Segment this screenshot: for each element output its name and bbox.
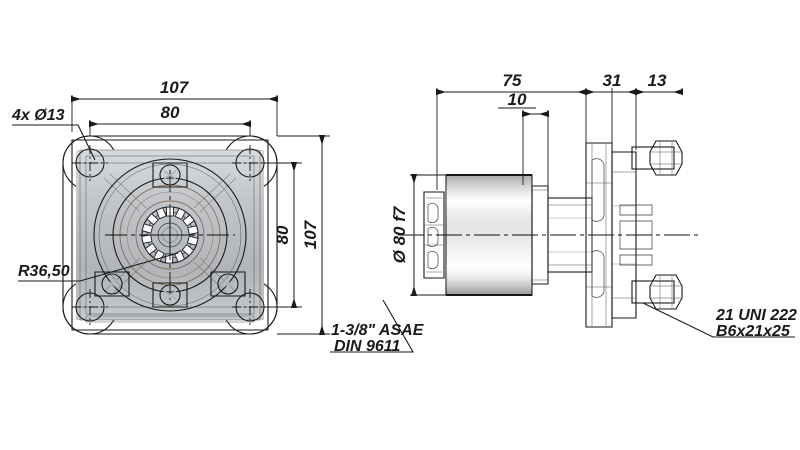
front-pilot-boss [93,158,247,312]
dim-height-107: 107 [301,219,320,249]
side-bolt-bottom [631,274,683,310]
dim-length-10: 10 [508,90,527,109]
side-clamp-housing [423,191,445,279]
front-dimensions: 107 80 107 80 [71,78,330,335]
callout-radius: R36,50 [18,263,70,280]
front-hub-bolts [94,162,246,308]
dim-width-107: 107 [160,78,190,97]
leader-bolt-spec [642,302,795,338]
front-callouts: 4x Ø13 R36,50 1-3/8" ASAE DIN 9611 [11,107,425,355]
leader-spline-standard [330,299,414,353]
side-rear-cap [611,151,653,319]
dim-length-13: 13 [648,71,667,90]
front-mounting-holes [72,145,268,325]
side-transition-collar [531,185,549,285]
dim-length-75: 75 [503,71,522,90]
leader-hole-callout [12,124,96,161]
callout-spline-standard-line2: DIN 9611 [334,338,401,355]
callout-spline-standard-line1: 1-3/8" ASAE [331,322,425,339]
dim-length-31: 31 [603,71,622,90]
side-dimensions: 75 31 13 10 Ø 80 f7 [390,71,683,296]
side-bolt-top [631,140,683,176]
callout-bolt-spec-line2: B6x21x25 [716,323,791,340]
front-view [62,135,278,335]
leader-radius-callout [18,252,179,282]
side-callouts: 21 UNI 222 B6x21x25 [642,302,797,340]
callout-bolt-spec-line1: 21 UNI 222 [715,307,797,324]
side-view [398,140,700,328]
dim-height-80: 80 [273,225,292,244]
callout-hole: 4x Ø13 [11,107,65,124]
dim-width-80: 80 [161,103,180,122]
dim-diameter-80: Ø 80 f7 [390,205,409,263]
front-center-cross [105,170,235,300]
